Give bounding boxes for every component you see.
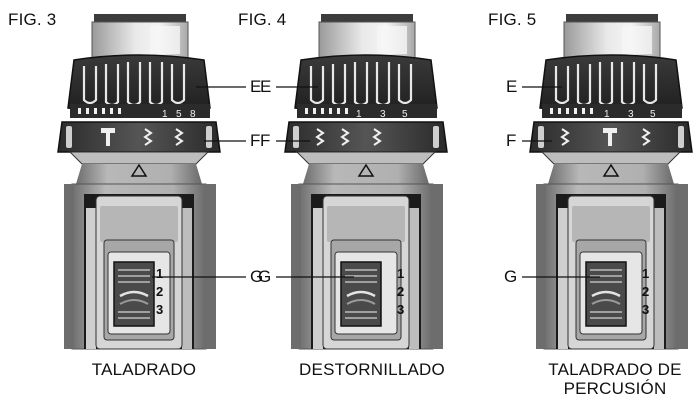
hammer-icon bbox=[372, 128, 382, 146]
switch-number: 2 bbox=[642, 284, 649, 299]
hammer-icon bbox=[603, 128, 617, 146]
screw-icon bbox=[174, 128, 184, 146]
callout-f: F bbox=[250, 131, 261, 150]
torque-number: 1 bbox=[162, 109, 168, 120]
screw-icon bbox=[560, 128, 570, 146]
torque-number: 3 bbox=[380, 109, 386, 120]
switch-number: 3 bbox=[397, 302, 404, 317]
torque-number: 5 bbox=[176, 109, 182, 120]
caption-line: DESTORNILLADO bbox=[299, 360, 445, 379]
drill-bit-icon bbox=[340, 128, 350, 146]
callout-g: G bbox=[258, 267, 272, 286]
fig-5-label: FIG. 5 bbox=[488, 10, 537, 29]
switch-number: 3 bbox=[156, 302, 163, 317]
mode-caption-screwdriving: DESTORNILLADO bbox=[282, 360, 462, 379]
fig-3-label: FIG. 3 bbox=[8, 10, 57, 29]
switch-number: 2 bbox=[397, 284, 404, 299]
caption-line: PERCUSIÓN bbox=[563, 379, 667, 398]
callout-f: F bbox=[506, 131, 517, 150]
torque-number: 8 bbox=[190, 109, 196, 120]
torque-number: 1 bbox=[604, 109, 610, 120]
mode-caption-drilling: TALADRADO bbox=[74, 360, 214, 379]
drill-bit-icon bbox=[143, 128, 153, 146]
switch-number: 1 bbox=[642, 266, 649, 281]
callout-e: E bbox=[250, 77, 262, 96]
torque-number: 1 bbox=[356, 109, 362, 120]
drill-fig-4 bbox=[283, 12, 449, 351]
drill-fig-5 bbox=[528, 12, 694, 351]
torque-number: 3 bbox=[628, 109, 634, 120]
torque-number: 5 bbox=[402, 109, 408, 120]
fig-4-label: FIG. 4 bbox=[238, 10, 287, 29]
callout-e: E bbox=[260, 77, 272, 96]
callout-g: G bbox=[250, 267, 264, 286]
switch-number: 1 bbox=[156, 266, 163, 281]
switch-number: 2 bbox=[156, 284, 163, 299]
callout-g: G bbox=[504, 267, 518, 286]
callout-f: F bbox=[260, 131, 271, 150]
torque-number: 5 bbox=[650, 109, 656, 120]
caption-line: TALADRADO bbox=[91, 360, 197, 379]
drill-bit-icon bbox=[641, 128, 651, 146]
callout-e: E bbox=[506, 77, 518, 96]
drill-fig-3 bbox=[56, 12, 222, 351]
hammer-icon bbox=[101, 128, 115, 146]
switch-number: 3 bbox=[642, 302, 649, 317]
screw-icon bbox=[315, 128, 325, 146]
mode-caption-hammer-drilling: TALADRADO DE PERCUSIÓN bbox=[540, 360, 690, 398]
switch-number: 1 bbox=[397, 266, 404, 281]
caption-line: TALADRADO DE bbox=[548, 360, 682, 379]
